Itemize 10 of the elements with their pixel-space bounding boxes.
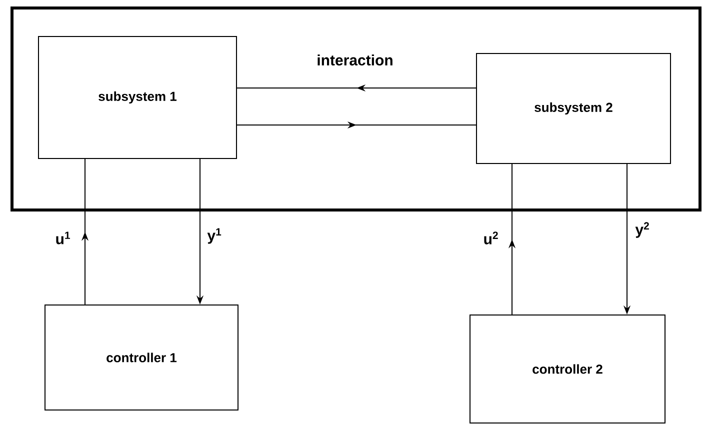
controller-box: controller 2: [470, 314, 666, 424]
edge-label: y$^{2}$: [635, 222, 649, 238]
controller-box: controller 1: [44, 304, 238, 410]
subsystem-box: subsystem 2: [476, 53, 671, 164]
system-frame: [10, 6, 702, 212]
subsystem-box: subsystem 1: [38, 36, 237, 159]
edge-label: u$^{1}$: [56, 232, 70, 244]
edge-label: u$^{2}$: [484, 232, 498, 244]
edge-label: y$^{1}$: [207, 228, 222, 244]
edge-label: interaction: [318, 54, 392, 66]
